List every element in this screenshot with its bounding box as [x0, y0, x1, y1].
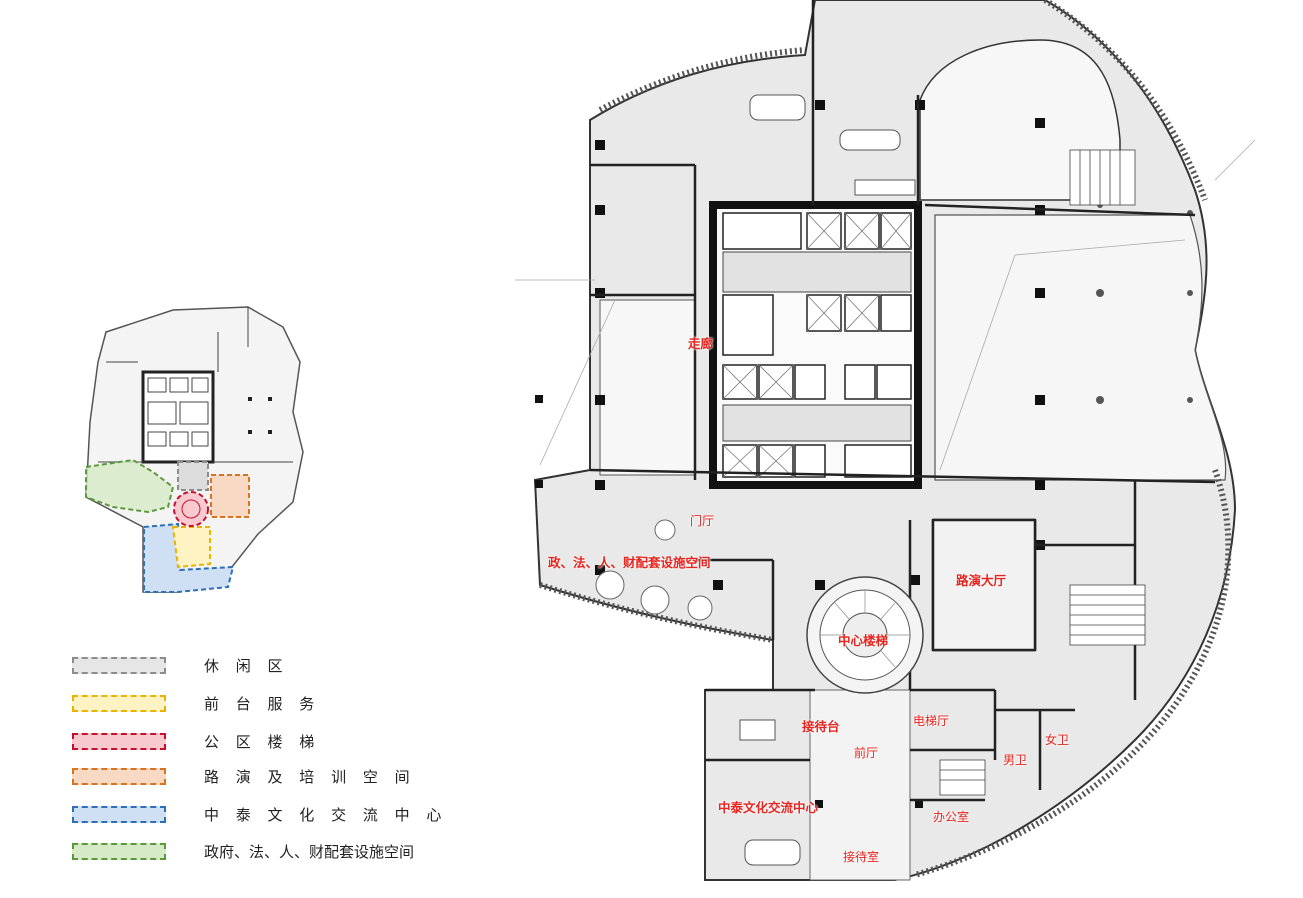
legend-swatch: [72, 732, 166, 750]
legend-item-culture: 中 泰 文 化 交 流 中 心: [72, 803, 447, 825]
key-plan-thumbnail: [85, 306, 304, 593]
legend-label: 公 区 楼 梯: [204, 732, 321, 751]
room-label-culture-center: 中泰文化交流中心: [718, 800, 819, 815]
room-label-corridor: 走廊: [688, 336, 714, 351]
legend-label: 休 闲 区: [204, 656, 289, 675]
legend-label: 前 台 服 务: [204, 694, 321, 713]
room-label-reception-room: 接待室: [843, 850, 880, 864]
legend-item-front-desk: 前 台 服 务: [72, 692, 320, 714]
floor-plan: [515, 0, 1256, 881]
room-label-office: 办公室: [933, 810, 970, 824]
key-zone-stair: [173, 491, 209, 527]
room-label-reception-desk: 接待台: [802, 719, 840, 734]
legend-label: 路 演 及 培 训 空 间: [204, 767, 416, 786]
key-zone-front: [171, 526, 211, 569]
legend-label: 政府、法、人、财配套设施空间: [204, 842, 415, 861]
legend-swatch: [72, 767, 166, 785]
room-label-roadshow-hall: 路演大厅: [956, 573, 1007, 588]
room-label-entrance: 门厅: [690, 514, 715, 528]
central-spiral-stair: [806, 576, 924, 694]
key-zone-gov: [85, 458, 175, 514]
room-label-mens-wc: 男卫: [1003, 753, 1028, 767]
room-label-gov-space: 政、法、人、财配套设施空间: [548, 555, 711, 570]
room-label-elevator-hall: 电梯厅: [913, 714, 950, 728]
atrium-area: [934, 214, 1227, 481]
legend-item-public-stair: 公 区 楼 梯: [72, 730, 320, 752]
roadshow-hall-room: [931, 518, 1037, 652]
left-open-area: [599, 299, 696, 476]
room-label-central-stair: 中心楼梯: [838, 633, 889, 648]
legend-item-leisure: 休 闲 区: [72, 654, 289, 676]
legend-swatch: [72, 805, 166, 823]
legend-item-roadshow: 路 演 及 培 训 空 间: [72, 765, 416, 787]
legend-swatch: [72, 842, 166, 860]
key-zone-roadshow: [210, 474, 250, 518]
key-zone-leisure: [177, 461, 209, 491]
room-label-womens-wc: 女卫: [1045, 733, 1070, 747]
key-plan-core: [141, 370, 215, 464]
legend-swatch: [72, 656, 166, 674]
room-label-front-hall: 前厅: [854, 746, 879, 760]
legend-swatch: [72, 694, 166, 712]
legend-item-gov: 政府、法、人、财配套设施空间: [72, 840, 414, 862]
legend-label: 中 泰 文 化 交 流 中 心: [204, 805, 448, 824]
